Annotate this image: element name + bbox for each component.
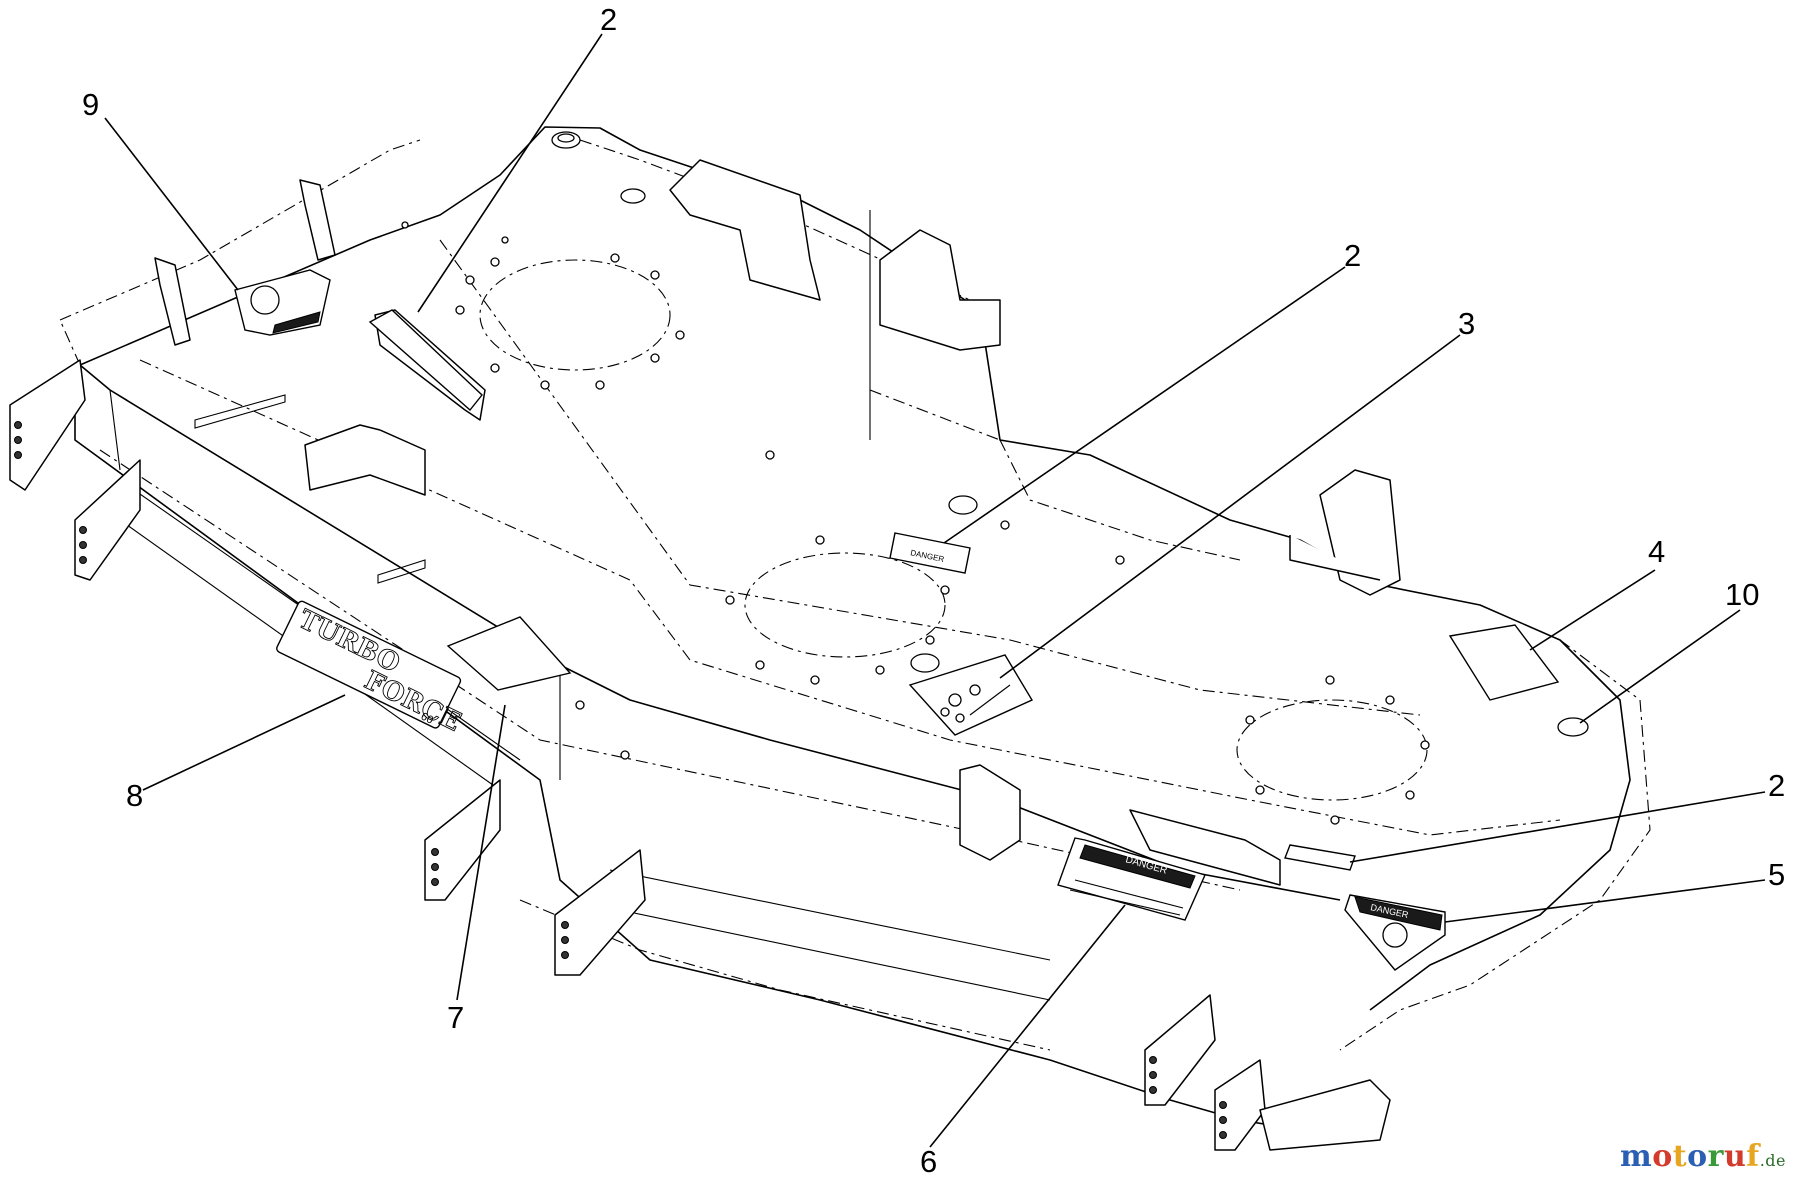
leader-3	[999, 334, 1461, 679]
callout-2-top: 2	[600, 2, 617, 37]
callout-2-mid: 2	[1344, 238, 1361, 273]
decal-4	[1448, 624, 1560, 701]
leader-10	[1579, 609, 1741, 724]
leader-2-mid	[943, 266, 1346, 544]
decal-3	[908, 654, 1034, 736]
leader-2-top	[417, 33, 603, 313]
decal-5: DANGER	[1344, 894, 1446, 971]
watermark-letter: o	[1687, 1139, 1708, 1174]
callout-3: 3	[1458, 306, 1475, 341]
hitch-plates	[9, 359, 1391, 1151]
watermark-letter: o	[1652, 1139, 1673, 1174]
watermark-letter: r	[1707, 1139, 1724, 1174]
watermark-letter: u	[1723, 1139, 1747, 1174]
watermark-name: motoruf	[1620, 1139, 1760, 1174]
watermark-suffix: .de	[1759, 1151, 1786, 1170]
leader-5	[1444, 879, 1766, 923]
callout-5: 5	[1768, 857, 1785, 892]
decal-8-turbo-force: TURBO FORCE 60	[276, 600, 466, 738]
blade-openings	[479, 259, 1428, 801]
leader-8	[142, 694, 346, 791]
callout-9: 9	[82, 87, 99, 122]
callout-4: 4	[1648, 534, 1665, 569]
decal-2-center: DANGER	[889, 532, 971, 574]
callout-6: 6	[920, 1144, 937, 1179]
spindle-caps	[551, 131, 1589, 737]
mounting-holes	[401, 221, 1430, 825]
decal-7	[446, 616, 572, 691]
watermark-letter: f	[1746, 1139, 1760, 1174]
callout-10: 10	[1725, 577, 1759, 612]
watermark-letter: t	[1672, 1139, 1688, 1174]
decal-9	[234, 269, 331, 336]
leader-9	[104, 117, 239, 291]
leader-6	[929, 904, 1126, 1148]
callout-7: 7	[447, 1000, 464, 1035]
watermark-logo: motoruf.de	[1620, 1139, 1786, 1174]
lift-brackets	[154, 159, 1401, 886]
leader-4	[1529, 569, 1656, 651]
leader-7	[456, 704, 506, 1001]
watermark-letter: m	[1620, 1139, 1653, 1174]
decal-8-model: 60	[419, 711, 435, 727]
decal-2-left	[368, 309, 483, 412]
decal-2-right	[1284, 844, 1356, 871]
leader-lines	[104, 33, 1766, 1148]
deck-slots	[194, 394, 426, 584]
leader-2-right	[1349, 791, 1766, 863]
callout-2-right: 2	[1768, 768, 1785, 803]
callout-numbers: 2 9 2 3 4 10 8 2 5 7 6	[82, 2, 1785, 1179]
callout-8: 8	[126, 778, 143, 813]
